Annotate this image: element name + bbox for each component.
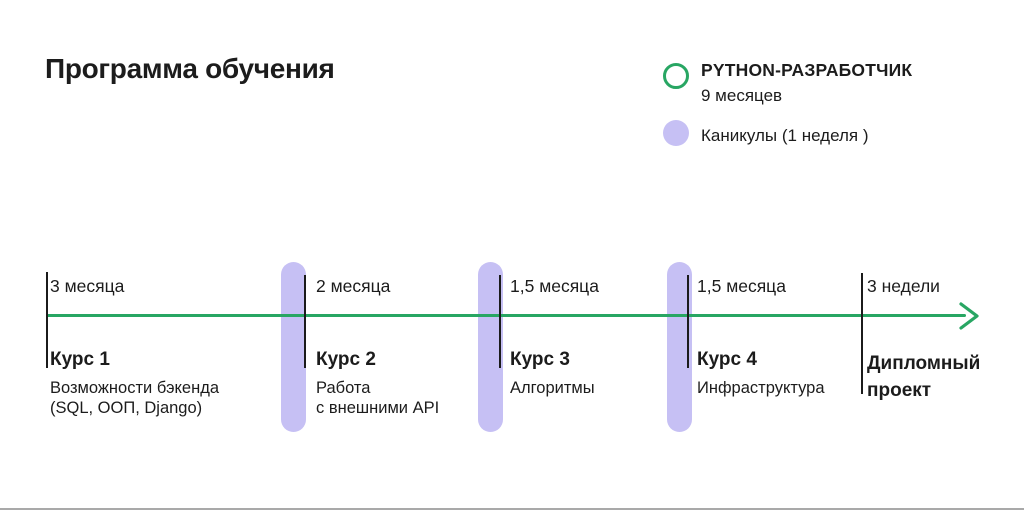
green-ring-icon [663,63,689,89]
segment-title: Курс 4 [697,349,757,370]
segment-duration-label: 3 недели [867,276,940,296]
legend-program-duration: 9 месяцев [701,86,783,105]
legend-program-label: PYTHON-РАЗРАБОТЧИК [701,60,913,80]
timeline-axis-line [46,314,966,317]
segment-duration-label: 1,5 месяца [510,276,599,296]
segment-description-line: Алгоритмы [510,379,595,397]
segment-description-line: с внешними API [316,399,440,417]
segment-title: Курс 3 [510,349,570,370]
segment-title: Курс 1 [50,349,110,370]
segment-title: Дипломный проект [867,353,981,401]
segment-description: Возможности бэкенда (SQL, ООП, Django) [50,378,219,418]
segment-description-line: Инфраструктура [697,379,825,397]
holiday-pill [478,262,503,432]
bottom-divider [0,508,1024,510]
segment-tick [304,275,306,368]
segment-duration-label: 2 месяца [316,276,391,296]
segment-description: Инфраструктура [697,378,825,398]
segment-description: Работа с внешними API [316,378,439,418]
segment-description: Алгоритмы [510,378,595,398]
segment-description-line: (SQL, ООП, Django) [50,399,203,417]
segment-title: Курс 2 [316,349,376,370]
segment-tick [687,275,689,368]
segment-duration-label: 1,5 месяца [697,276,786,296]
purple-dot-icon [663,120,689,146]
segment-tick [861,273,863,394]
segment-description-line: Работа [316,379,371,397]
segment-duration-label: 3 месяца [50,276,125,296]
segment-tick [46,272,48,368]
holiday-pill [281,262,306,432]
page-title: Программа обучения [45,53,335,84]
timeline-arrow-icon [959,302,979,330]
segment-description-line: Возможности бэкенда [50,379,220,397]
legend-holiday-label: Каникулы (1 неделя ) [701,126,869,145]
segment-tick [499,275,501,368]
